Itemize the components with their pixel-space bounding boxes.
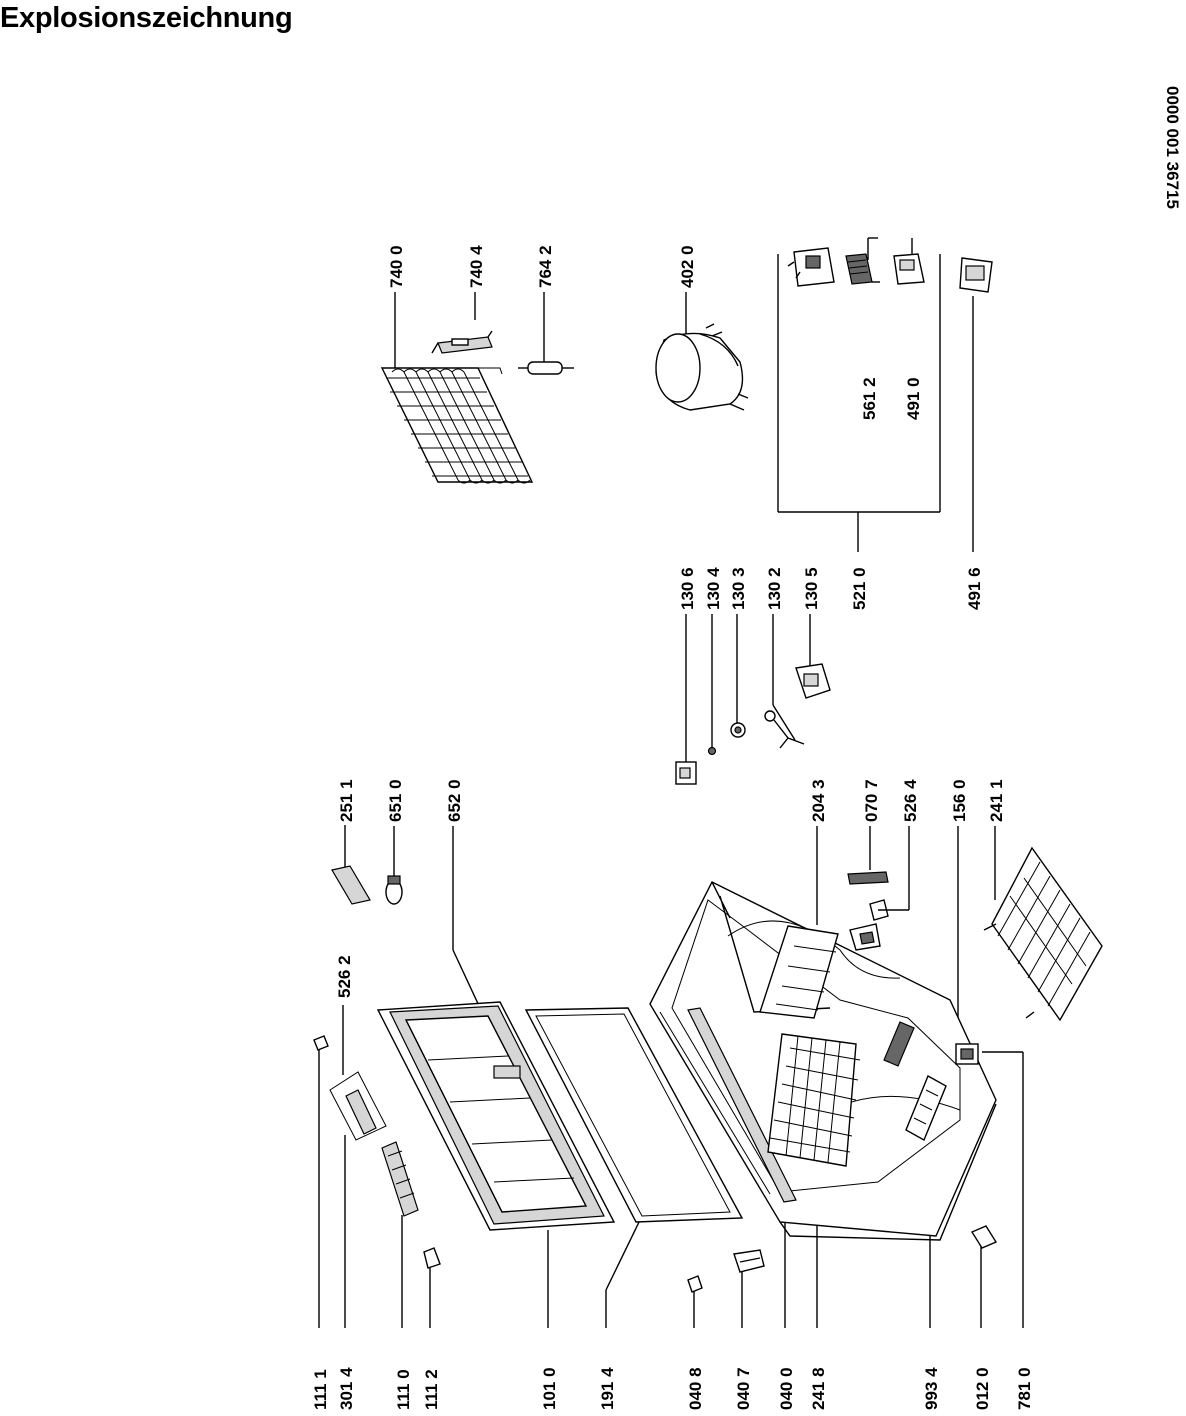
label-526-4: 526 4 — [901, 779, 920, 822]
dryer-filter — [518, 361, 574, 375]
label-561-2: 561 2 — [860, 377, 879, 420]
label-491-6: 491 6 — [965, 567, 984, 610]
relay — [845, 253, 880, 285]
label-101-0: 101 0 — [540, 1367, 559, 1410]
rivet — [707, 746, 717, 756]
compressor — [655, 323, 749, 411]
lid-fixing-small — [687, 1275, 703, 1293]
label-993-4: 993 4 — [922, 1367, 941, 1410]
label-241-1: 241 1 — [987, 779, 1006, 822]
label-130-3: 130 3 — [729, 567, 748, 610]
label-111-2: 111 2 — [422, 1369, 441, 1410]
hinge-bracket — [423, 1247, 441, 1269]
condenser-bracket — [431, 330, 493, 354]
lamp-cover — [331, 865, 371, 905]
label-130-6: 130 6 — [678, 567, 697, 610]
thermostat-capillary — [764, 710, 805, 749]
knob — [730, 722, 746, 738]
label-130-5: 130 5 — [802, 567, 821, 610]
label-204-3: 204 3 — [809, 779, 828, 822]
lamp-socket — [675, 761, 697, 785]
label-040-0: 040 0 — [777, 1367, 796, 1410]
divider-rail — [687, 1007, 797, 1203]
lid — [376, 1001, 616, 1231]
label-491-0: 491 0 — [904, 377, 923, 420]
condenser-coil — [380, 367, 534, 484]
lid-lock — [381, 1141, 419, 1217]
label-040-8: 040 8 — [686, 1367, 705, 1410]
label-070-7: 070 7 — [862, 779, 881, 822]
label-251-1: 251 1 — [337, 779, 356, 822]
starter-relay — [959, 257, 993, 293]
label-040-7: 040 7 — [734, 1367, 753, 1410]
label-764-2: 764 2 — [536, 245, 555, 288]
label-652-0: 652 0 — [445, 779, 464, 822]
evaporator-cover — [883, 1021, 915, 1067]
overload-protector — [893, 253, 925, 285]
label-130-2: 130 2 — [765, 567, 784, 610]
label-402-0: 402 0 — [678, 245, 697, 288]
door-switch — [849, 899, 889, 951]
label-740-0: 740 0 — [387, 245, 406, 288]
basket-large — [767, 1033, 861, 1167]
vent-grille — [847, 871, 889, 885]
label-012-0: 012 0 — [973, 1367, 992, 1410]
label-301-4: 301 4 — [337, 1367, 356, 1410]
label-651-0: 651 0 — [386, 779, 405, 822]
label-740-4: 740 4 — [467, 245, 486, 288]
page-title: Explosionszeichnung — [0, 2, 293, 34]
lid-seal — [524, 1007, 744, 1223]
hinge-small — [313, 1035, 329, 1051]
hinge-cover — [733, 1249, 765, 1273]
control-housing — [787, 247, 835, 287]
label-191-4: 191 4 — [598, 1367, 617, 1410]
divider-basket — [759, 925, 839, 1019]
label-781-0: 781 0 — [1015, 1367, 1034, 1410]
label-130-4: 130 4 — [704, 567, 723, 610]
label-111-1: 111 1 — [311, 1369, 330, 1410]
part-labels: 111 1 301 4 111 0 111 2 101 0 191 4 040 … — [311, 245, 1034, 1410]
label-241-8: 241 8 — [809, 1367, 828, 1410]
basket-side — [983, 846, 1103, 1022]
foot — [970, 1225, 998, 1249]
label-111-0: 111 0 — [394, 1369, 413, 1410]
lid-handle — [329, 1071, 387, 1141]
drain-plug — [955, 1043, 979, 1065]
temperature-display — [905, 1075, 947, 1141]
lamp — [385, 875, 403, 905]
label-156-0: 156 0 — [950, 779, 969, 822]
label-526-2: 526 2 — [335, 955, 354, 998]
thermostat — [795, 663, 831, 699]
label-521-0: 521 0 — [850, 567, 869, 610]
